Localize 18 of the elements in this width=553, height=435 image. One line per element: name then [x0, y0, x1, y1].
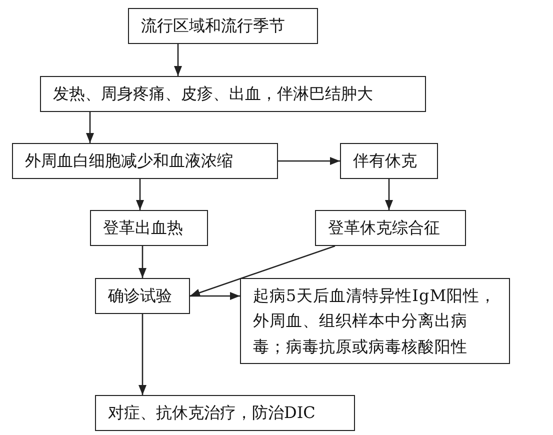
- process-box: 确诊试验: [95, 278, 190, 314]
- arrow: [385, 179, 393, 210]
- arrow: [278, 157, 340, 165]
- arrow: [190, 292, 240, 300]
- arrow: [138, 246, 146, 278]
- arrow: [136, 179, 144, 210]
- process-box: 外周血白细胞减少和血液浓缩: [12, 143, 278, 179]
- arrow: [86, 112, 94, 143]
- text-box: 起病5天后血清特异性IgM阳性，外周血、组织样本中分离出病毒；病毒抗原或病毒核酸阳性: [240, 278, 510, 364]
- process-box: 发热、周身疼痛、皮疹、出血，伴淋巴结肿大: [40, 76, 426, 112]
- arrow: [174, 44, 182, 76]
- arrow: [190, 245, 336, 297]
- arrow: [138, 314, 146, 395]
- process-box: 对症、抗休克治疗，防治DIC: [95, 395, 355, 431]
- process-box: 流行区域和流行季节: [128, 8, 318, 44]
- process-box: 登革出血热: [90, 210, 208, 246]
- process-box: 伴有休克: [340, 143, 438, 179]
- process-box: 登革休克综合征: [315, 210, 466, 246]
